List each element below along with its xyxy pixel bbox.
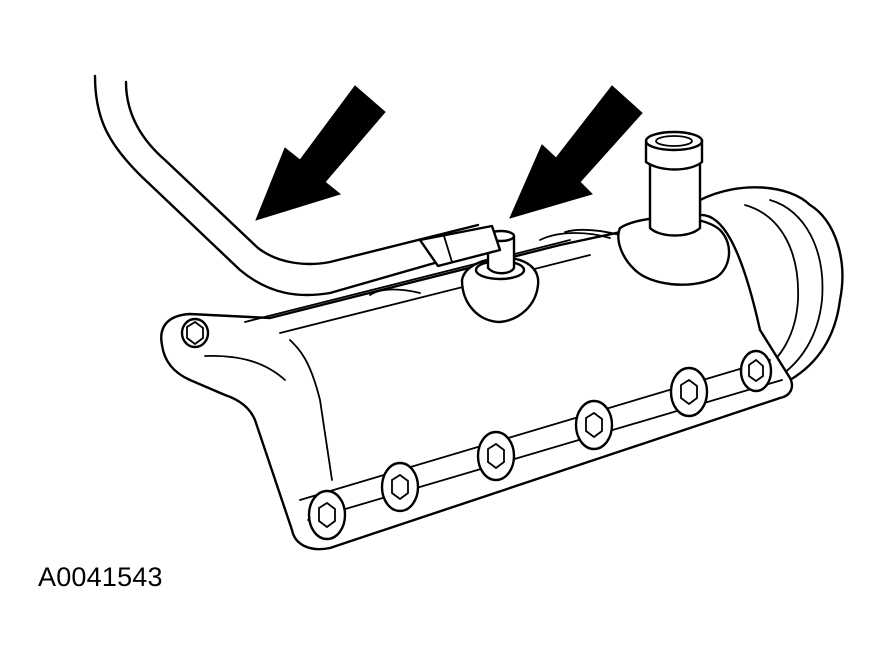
bolt [739, 349, 773, 393]
hose-callout-arrow [255, 85, 386, 221]
pcv-hose [93, 74, 502, 297]
sensor-callout-arrow [509, 85, 643, 219]
bolt-row [180, 317, 773, 541]
figure-reference-id: A0041543 [38, 562, 163, 592]
bolt [669, 366, 709, 418]
sensor-connector [460, 229, 540, 324]
bolt [380, 461, 420, 513]
bolt [307, 489, 347, 541]
bolt [574, 399, 614, 451]
bolt [476, 430, 516, 482]
oil-fill-neck [617, 130, 731, 286]
bolt [180, 317, 210, 349]
